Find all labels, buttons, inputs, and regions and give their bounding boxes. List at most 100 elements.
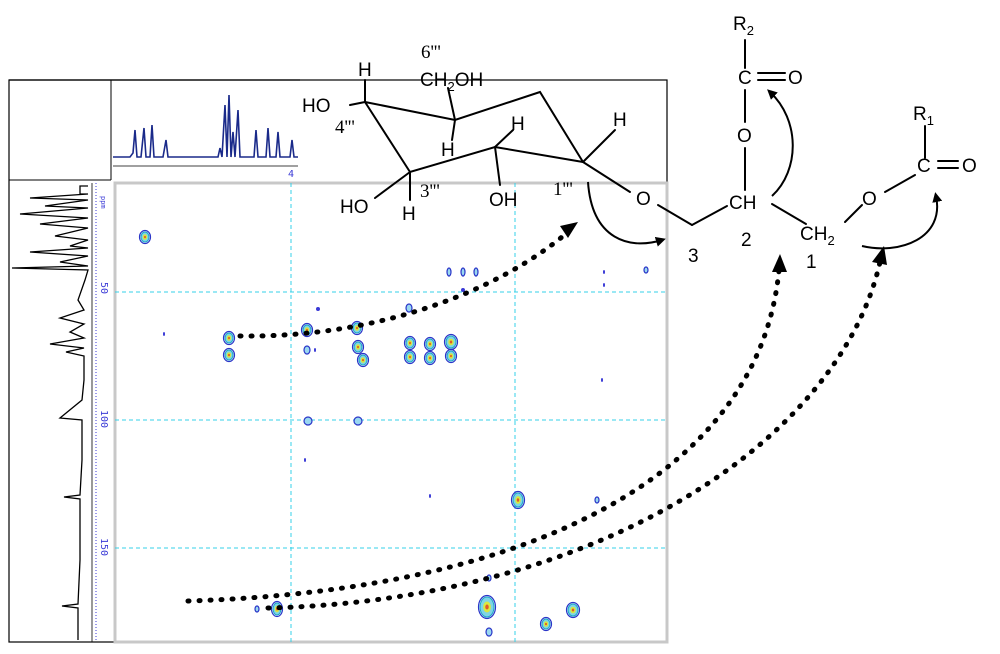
label-ho-bottom: HO (340, 197, 369, 218)
cross-peak (446, 267, 452, 277)
cross-peak (603, 270, 605, 274)
label-pos-6: 6''' (421, 42, 441, 63)
dotted-arrow-peak-to-anomeric (237, 229, 571, 339)
cross-peak (353, 416, 363, 426)
bond-c2-c1 (771, 203, 807, 225)
cross-peak (303, 345, 311, 355)
cross-peak (403, 349, 417, 365)
cross-peak (539, 616, 553, 632)
cross-peak (316, 307, 320, 311)
f1-projection-trace (11, 185, 89, 640)
label-o-ester2: O (737, 126, 752, 147)
bond-c3-ho (374, 171, 411, 199)
cross-peak (444, 348, 458, 364)
label-r1-r: R (913, 104, 927, 125)
label-r1: R1 (913, 104, 934, 128)
f2-tick-label: 4 (288, 169, 294, 180)
label-num-3: 3 (688, 246, 699, 267)
cross-peak (510, 490, 526, 510)
bond-o-c3 (657, 204, 693, 226)
cross-peak (423, 336, 437, 352)
bond-c2-oh (494, 146, 501, 186)
label-c-ester1: C (917, 156, 931, 177)
label-o-carbonyl1: O (962, 156, 977, 177)
cross-peak (356, 352, 370, 368)
cross-peak (303, 416, 313, 426)
sugar-ring-bonds (364, 90, 586, 174)
arrowhead-ester1 (872, 246, 887, 265)
arrowhead-ester2 (772, 254, 787, 272)
cross-peak (314, 348, 316, 352)
nmr-2d-spectrum: 4 ppm 50 100 150 (8, 79, 669, 644)
cross-peak (429, 494, 431, 498)
cross-peak (423, 350, 437, 366)
dotted-arrow-peak-to-ester1 (265, 259, 883, 611)
solid-arrow-h1a-to-c-ester1 (861, 192, 943, 250)
label-h-c1: H (613, 110, 627, 131)
cross-peak (461, 288, 465, 292)
label-r2: R2 (733, 14, 754, 38)
label-pos-1: 1''' (553, 179, 573, 200)
label-h-c5: H (441, 140, 455, 161)
cross-peak (403, 335, 417, 351)
bond-c3-c2 (691, 205, 728, 226)
cross-peak (473, 267, 479, 277)
cross-peak (603, 283, 605, 287)
cross-peak (163, 332, 165, 336)
cross-peak (460, 267, 466, 277)
cross-peak (643, 266, 649, 274)
spectrum-inner-frame (113, 181, 669, 644)
label-o-ester1: O (862, 189, 877, 210)
label-ch2oh-ch: CH (420, 70, 447, 91)
bond-c1-o (582, 161, 631, 193)
arrowhead-anomeric (560, 222, 578, 238)
bond-c1-o1 (844, 204, 863, 223)
label-ch2oh-sub: 2 (447, 79, 454, 94)
label-r2-r: R (733, 14, 747, 35)
label-h-c2: H (511, 114, 525, 135)
f1-axis-unit: ppm (99, 196, 107, 209)
spectrum-outer-frame (8, 79, 668, 643)
f1-tick-50: 50 (98, 282, 109, 294)
label-ch2-sub: 2 (827, 233, 834, 248)
cross-peak (304, 458, 306, 462)
label-ch2oh-oh: OH (455, 70, 484, 91)
glycolipid-structure (349, 39, 959, 226)
label-num-1: 1 (806, 252, 817, 273)
label-ch: CH (729, 193, 756, 214)
bond-c5-ch2oh (447, 87, 456, 121)
bond-c5-h (451, 119, 456, 141)
f2-projection-trace (113, 94, 298, 158)
label-oh-c2: OH (489, 190, 518, 211)
solid-arrow-h2-to-c-ester2 (767, 89, 794, 197)
label-num-2: 2 (741, 230, 752, 251)
cross-peak (443, 333, 459, 351)
cross-peak (485, 627, 493, 637)
bond-c4-ho (349, 101, 366, 106)
hmbc-correlation-arrows (185, 89, 943, 611)
label-ho-left: HO (302, 96, 331, 117)
label-pos-3: 3''' (420, 181, 440, 202)
label-ch2oh: CH2OH (420, 70, 483, 94)
cross-peak (594, 496, 600, 504)
label-h-c3: H (402, 204, 416, 225)
solid-arrow-h1-to-c3 (587, 181, 666, 247)
label-h-c4: H (358, 60, 372, 81)
cross-peak (477, 594, 497, 620)
spectrum-grid (115, 183, 667, 642)
cross-peaks (138, 229, 649, 637)
label-ch2-ch: CH (800, 224, 827, 245)
label-r1-sub: 1 (927, 113, 934, 128)
label-o-ether: O (636, 189, 651, 210)
cross-peak (405, 303, 413, 313)
bond-c2-h (494, 129, 514, 148)
f1-tick-100: 100 (98, 410, 109, 428)
molecule-labels: 6''' CH2OH H HO 4''' H H H 3''' HO H OH … (302, 14, 977, 273)
bond-c1-h (582, 129, 616, 163)
cross-peak (138, 229, 152, 245)
label-pos-4: 4''' (335, 117, 355, 138)
label-ch2: CH2 (800, 224, 835, 248)
label-c-ester2: C (738, 68, 752, 89)
label-o-carbonyl2: O (788, 68, 803, 89)
